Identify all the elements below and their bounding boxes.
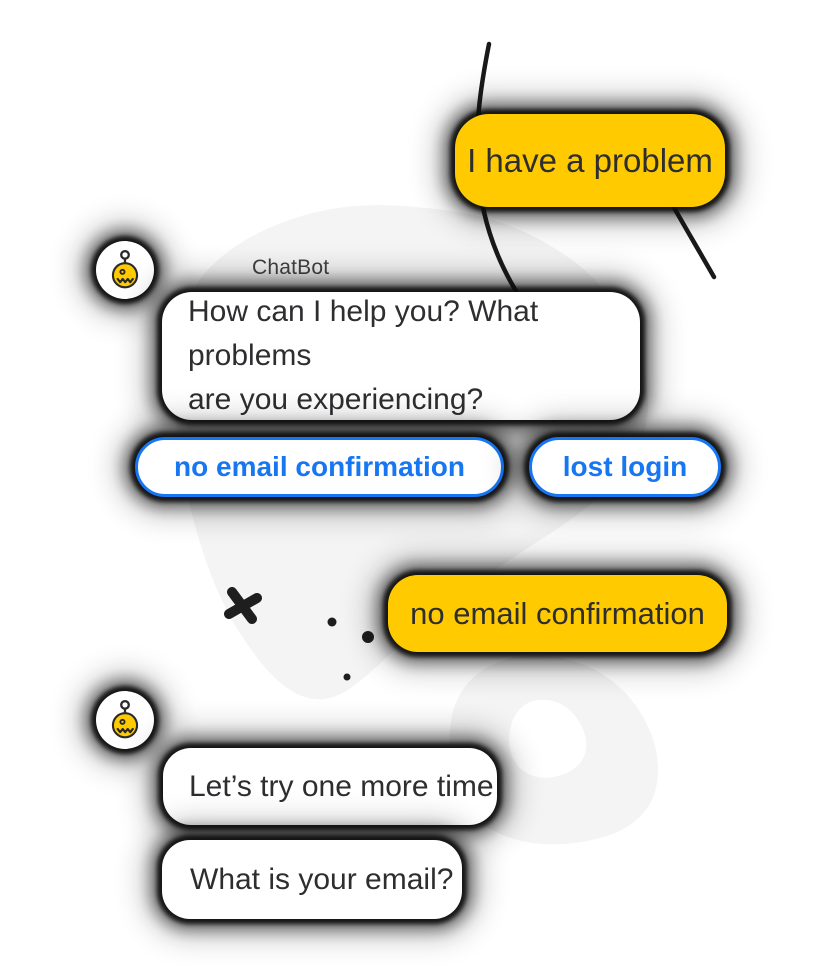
cross-doodle: [224, 587, 262, 624]
bot-message-bubble-1: How can I help you? What problems are yo…: [162, 292, 640, 420]
quick-reply-lost-login[interactable]: lost login: [529, 437, 721, 497]
user-message-1-text: I have a problem: [467, 141, 713, 179]
quick-reply-1-label: no email confirmation: [174, 451, 465, 482]
bot-message-3-text: What is your email?: [190, 862, 454, 896]
quick-reply-2-label: lost login: [562, 451, 688, 482]
bot-avatar: [96, 241, 154, 299]
bot-message-1-text: How can I help you? What problems are yo…: [188, 290, 640, 422]
robot-face-icon: [106, 699, 144, 741]
dot-doodle-3: [343, 673, 351, 681]
user-message-2-text: no email confirmation: [410, 595, 705, 631]
user-message-bubble-1: I have a problem: [455, 114, 725, 207]
dot-doodle-1: [327, 617, 337, 627]
bot-message-1-line-1: How can I help you? What problems: [188, 295, 539, 372]
bot-message-2-text: Let’s try one more time: [189, 769, 494, 803]
bot-avatar-2: [96, 691, 154, 749]
donut-blob: [449, 655, 658, 845]
bot-message-1-line-2: are you experiencing?: [188, 383, 484, 416]
bot-message-bubble-3: What is your email?: [162, 840, 462, 919]
dot-doodle-2: [362, 631, 374, 643]
robot-face-icon: [106, 249, 144, 291]
user-message-bubble-2: no email confirmation: [388, 575, 727, 652]
quick-reply-no-email-confirmation[interactable]: no email confirmation: [135, 437, 504, 497]
bot-name-label: ChatBot: [252, 256, 330, 279]
bot-message-bubble-2: Let’s try one more time: [163, 748, 497, 825]
